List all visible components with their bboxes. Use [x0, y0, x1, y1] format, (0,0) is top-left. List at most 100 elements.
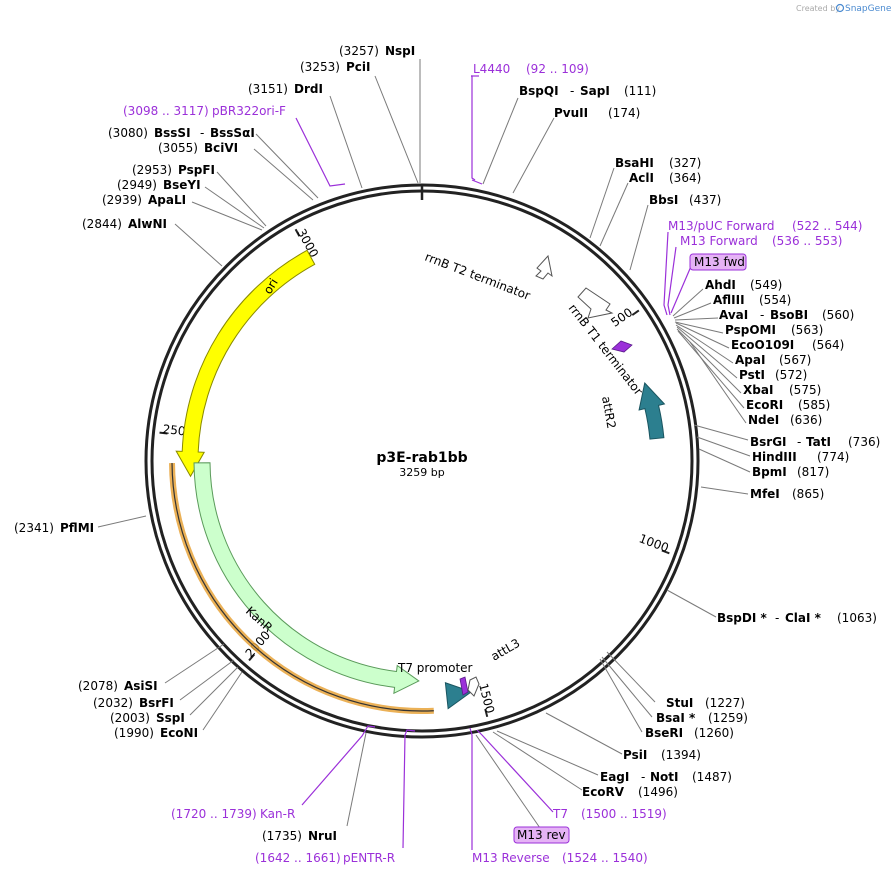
- enzyme-bseri[interactable]: BseRI (1260): [645, 726, 734, 740]
- primer-m13-rev-box[interactable]: M13 rev: [513, 826, 570, 844]
- enzyme-bpmi[interactable]: BpmI (817): [752, 465, 829, 479]
- enzyme-sspi[interactable]: (2003) SspI: [110, 711, 185, 725]
- enzyme-bbsi[interactable]: BbsI (437): [649, 193, 721, 207]
- svg-text:(2844): (2844): [82, 217, 122, 231]
- primer-pbr322ori-f[interactable]: (3098 .. 3117) pBR322ori-F: [123, 104, 286, 118]
- enzyme-bseyi[interactable]: (2949) BseYI: [117, 178, 201, 192]
- enzyme-bsrgi[interactable]: BsrGI - TatI (736): [750, 435, 880, 449]
- tick-500: [631, 309, 640, 316]
- enzyme-drdi[interactable]: (3151) DrdI: [248, 82, 323, 96]
- svg-text:EcoRI: EcoRI: [746, 398, 783, 412]
- enzyme-bsai[interactable]: BsaI * (1259): [656, 711, 748, 725]
- svg-text:NruI: NruI: [308, 829, 337, 843]
- enzyme-acli[interactable]: AclI (364): [629, 171, 701, 185]
- enzyme-mfei[interactable]: MfeI (865): [750, 487, 824, 501]
- label-rrnb-t2: rrnB T2 terminator: [423, 250, 532, 303]
- feature-ori[interactable]: [175, 249, 316, 478]
- svg-text:(817): (817): [797, 465, 829, 479]
- svg-text:BspQI: BspQI: [519, 84, 559, 98]
- enzyme-ndei[interactable]: NdeI (636): [748, 413, 822, 427]
- feature-kanr[interactable]: [193, 462, 420, 695]
- svg-text:BsoBI: BsoBI: [770, 308, 808, 322]
- enzyme-bspqi[interactable]: BspQI - SapI (111): [519, 84, 656, 98]
- enzyme-bcivi[interactable]: (3055) BciVI: [158, 141, 238, 155]
- svg-text:M13 Forward: M13 Forward: [680, 234, 758, 248]
- feature-attl3[interactable]: [444, 682, 473, 710]
- enzyme-bsahi[interactable]: BsaHI (327): [615, 156, 701, 170]
- svg-text:(3055): (3055): [158, 141, 198, 155]
- primer-m13-forward[interactable]: M13 Forward (536 .. 553): [680, 234, 842, 248]
- enzyme-stui[interactable]: StuI (1227): [666, 696, 745, 710]
- primer-t7[interactable]: T7 (1500 .. 1519): [552, 807, 667, 821]
- svg-text:(522 .. 544): (522 .. 544): [792, 219, 862, 233]
- svg-text:BsaHI: BsaHI: [615, 156, 654, 170]
- enzyme-psii[interactable]: PsiI (1394): [623, 748, 701, 762]
- svg-text:(1500 .. 1519): (1500 .. 1519): [581, 807, 667, 821]
- svg-text:(865): (865): [792, 487, 824, 501]
- enzyme-bsrfi[interactable]: (2032) BsrFI: [93, 696, 174, 710]
- svg-text:BseYI: BseYI: [163, 178, 201, 192]
- primer-pentr-r[interactable]: (1642 .. 1661) pENTR-R: [255, 851, 395, 865]
- svg-text:(3257): (3257): [339, 44, 379, 58]
- svg-text:(1990): (1990): [114, 726, 154, 740]
- enzyme-afliii[interactable]: AflIII (554): [713, 293, 791, 307]
- enzyme-hindiii[interactable]: HindIII (774): [752, 450, 849, 464]
- rrnb-t1-terminator-arrow: [577, 287, 614, 319]
- primer-m13-puc-forward[interactable]: M13/pUC Forward (522 .. 544): [668, 219, 862, 233]
- label-attl3: attL3: [489, 636, 523, 664]
- enzyme-eagi[interactable]: EagI - NotI (1487): [600, 770, 732, 784]
- enzyme-pspomi[interactable]: PspOMI (563): [725, 323, 823, 337]
- svg-text:(1260): (1260): [694, 726, 734, 740]
- primer-l4440[interactable]: L4440 (92 .. 109): [473, 62, 589, 76]
- enzyme-ecori[interactable]: EcoRI (585): [746, 398, 830, 412]
- svg-text:PciI: PciI: [346, 60, 371, 74]
- enzyme-bsssi[interactable]: (3080) BssSI - BssSαI: [108, 126, 255, 140]
- enzyme-ahdi[interactable]: AhdI (549): [705, 278, 782, 292]
- enzyme-asisi[interactable]: (2078) AsiSI: [78, 679, 158, 693]
- svg-text:(2032): (2032): [93, 696, 133, 710]
- primer-kan-r[interactable]: (1720 .. 1739) Kan-R: [171, 807, 295, 821]
- enzyme-alwni[interactable]: (2844) AlwNI: [82, 217, 167, 231]
- small-feature-arrow: [611, 340, 633, 353]
- enzyme-pflmi[interactable]: (2341) PflMI: [14, 521, 94, 535]
- svg-text:M13 Reverse: M13 Reverse: [472, 851, 550, 865]
- enzyme-nspi[interactable]: (3257) NspI: [339, 44, 415, 58]
- svg-text:XbaI: XbaI: [743, 383, 773, 397]
- enzyme-psti[interactable]: PstI (572): [739, 368, 807, 382]
- plasmid-name: p3E-rab1bb: [376, 450, 467, 466]
- svg-text:(2949): (2949): [117, 178, 157, 192]
- svg-text:T7: T7: [552, 807, 568, 821]
- features: [175, 249, 666, 710]
- feature-attr2[interactable]: [638, 381, 666, 440]
- svg-text:(560): (560): [822, 308, 854, 322]
- svg-text:TatI: TatI: [806, 435, 831, 449]
- svg-text:(549): (549): [750, 278, 782, 292]
- svg-text:(3253): (3253): [300, 60, 340, 74]
- tick-label-1500: 1500: [476, 682, 497, 715]
- svg-text:(111): (111): [624, 84, 656, 98]
- enzyme-apali[interactable]: (2939) ApaLI: [102, 193, 186, 207]
- enzyme-econi[interactable]: (1990) EcoNI: [114, 726, 198, 740]
- enzyme-xbai[interactable]: XbaI (575): [743, 383, 821, 397]
- svg-text:AhdI: AhdI: [705, 278, 736, 292]
- svg-text:(3098 .. 3117): (3098 .. 3117): [123, 104, 209, 118]
- enzyme-avai[interactable]: AvaI - BsoBI (560): [719, 308, 854, 322]
- plasmid-size: 3259 bp: [399, 466, 444, 479]
- enzyme-ecorv[interactable]: EcoRV (1496): [582, 785, 678, 799]
- enzyme-pspfi[interactable]: (2953) PspFI: [132, 163, 215, 177]
- enzyme-bspdi[interactable]: BspDI * - ClaI * (1063): [717, 611, 877, 625]
- svg-text:(1524 .. 1540): (1524 .. 1540): [562, 851, 648, 865]
- svg-text:(2939): (2939): [102, 193, 142, 207]
- enzyme-pcii[interactable]: (3253) PciI: [300, 60, 371, 74]
- enzyme-apai[interactable]: ApaI (567): [735, 353, 811, 367]
- svg-text:(1720 .. 1739): (1720 .. 1739): [171, 807, 257, 821]
- svg-text:BspDI *: BspDI *: [717, 611, 767, 625]
- primer-m13-reverse[interactable]: M13 Reverse (1524 .. 1540): [472, 851, 648, 865]
- svg-text:(572): (572): [775, 368, 807, 382]
- enzyme-ecoo109i[interactable]: EcoO109I (564): [731, 338, 844, 352]
- svg-text:L4440: L4440: [473, 62, 510, 76]
- enzyme-pvuii[interactable]: PvuII (174): [554, 106, 640, 120]
- primer-m13-fwd-box[interactable]: M13 fwd: [689, 253, 747, 271]
- svg-text:AvaI: AvaI: [719, 308, 748, 322]
- enzyme-nrui[interactable]: (1735) NruI: [262, 829, 337, 843]
